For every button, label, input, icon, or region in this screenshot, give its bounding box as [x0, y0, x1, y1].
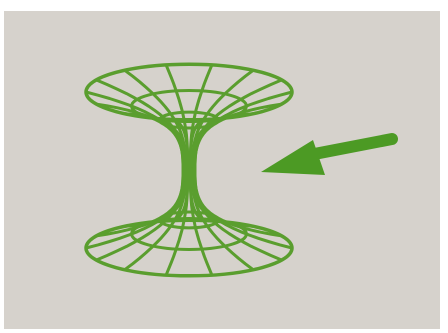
meridian-line: [194, 80, 281, 169]
meridian-line: [96, 80, 183, 169]
arrow-icon: [261, 139, 392, 175]
wormhole-icon: [86, 64, 292, 276]
arrow-head: [261, 140, 325, 175]
